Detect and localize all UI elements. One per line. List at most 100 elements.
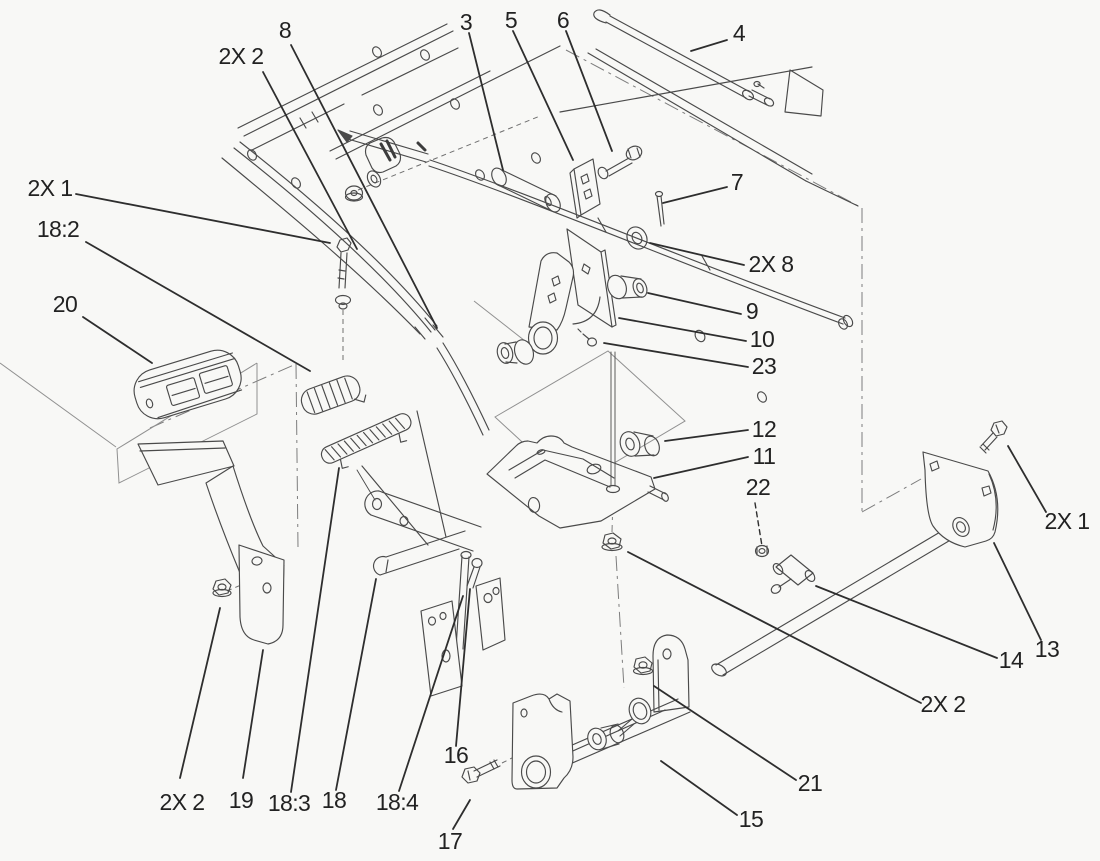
part-anchor-plate-13 <box>922 451 999 548</box>
part-pivot-fitting-14 <box>770 554 816 594</box>
part-clamp-nut <box>344 141 427 202</box>
leader-line <box>653 685 797 781</box>
frame-rails <box>237 23 859 403</box>
part-carriage-bolt <box>601 351 623 552</box>
leader-line <box>565 30 613 152</box>
leader-line <box>335 578 377 791</box>
frame-plate-corner <box>784 69 824 117</box>
callout-label: 18 <box>322 787 346 813</box>
part-pivot-lever <box>496 252 575 365</box>
part-bushing-9 <box>607 274 648 300</box>
frame-hole <box>757 391 767 403</box>
frame-hole <box>247 149 257 161</box>
leader-line <box>452 799 471 830</box>
part-pedal-assembly <box>320 410 506 697</box>
part-spring-pin <box>491 167 561 213</box>
cable-arrow <box>337 129 353 143</box>
callout-label: 15 <box>739 806 763 832</box>
frame-hole <box>373 104 383 116</box>
part-channel-bushings <box>587 697 652 751</box>
frame-hole <box>838 318 848 330</box>
leader-line <box>815 585 998 659</box>
leader-line <box>754 502 763 547</box>
callout-label: 7 <box>731 169 743 195</box>
part-axle-shaft <box>711 521 965 677</box>
leader-line <box>468 32 504 171</box>
part-bolt-2x1-right <box>979 420 1008 454</box>
callout-label: 4 <box>733 20 746 46</box>
construction-lines <box>0 49 922 764</box>
part-mount-plate <box>566 228 617 328</box>
callout-label: 20 <box>53 291 77 317</box>
part-pedal-cover <box>133 349 243 420</box>
callout-label: 8 <box>279 17 291 43</box>
callout-label: 6 <box>557 7 569 33</box>
leader-line <box>660 760 738 816</box>
part-pedal-pad <box>300 375 367 415</box>
part-nut-21 <box>632 656 654 676</box>
leader-line <box>455 588 471 747</box>
leader-line <box>242 649 264 779</box>
leader-line <box>993 542 1042 641</box>
leader-line <box>290 467 340 793</box>
part-channel-bracket <box>511 634 691 790</box>
leader-line <box>662 186 728 204</box>
callout-label: 2X 8 <box>749 251 794 277</box>
leader-line <box>653 456 749 479</box>
leader-line <box>85 241 311 372</box>
leader-line <box>690 39 728 52</box>
part-anchor-bracket <box>569 158 601 219</box>
leader-line <box>262 71 358 250</box>
leader-line <box>618 317 747 342</box>
frame-hole <box>531 152 541 164</box>
leader-line <box>75 193 331 244</box>
leader-line <box>290 44 438 329</box>
part-plate-19 <box>238 544 285 645</box>
part-washer-2x8 <box>626 226 648 250</box>
leader-line <box>649 242 745 266</box>
callout-label: 18:4 <box>376 789 419 815</box>
leader-line <box>1007 445 1047 513</box>
callout-label: 11 <box>753 443 776 469</box>
part-bushing-12 <box>619 431 660 457</box>
part-nut-2x2-bottom-left <box>212 578 232 598</box>
part-link-rod-18-4 <box>455 550 472 650</box>
callout-label: 13 <box>1035 636 1059 662</box>
leader-line <box>179 607 221 779</box>
part-bolt-17 <box>461 759 501 784</box>
callout-label: 18:3 <box>268 790 310 816</box>
part-pad-plate-18-3 <box>320 413 412 469</box>
part-set-screw <box>577 328 598 347</box>
callout-label: 2X 2 <box>219 43 264 69</box>
callout-label: 14 <box>999 647 1024 673</box>
leader-line <box>603 342 749 368</box>
frame-hole <box>694 329 706 343</box>
leader-line <box>82 316 153 364</box>
callout-label: 19 <box>229 787 253 813</box>
callout-label: 5 <box>505 7 517 33</box>
frame-hole <box>372 46 382 58</box>
callout-label: 3 <box>460 9 472 35</box>
leader-line <box>627 551 922 704</box>
callout-label: 17 <box>438 828 462 854</box>
leader-line <box>664 429 749 442</box>
callout-label: 2X 2 <box>921 691 966 717</box>
callout-label: 9 <box>746 298 758 324</box>
part-cable-clamp <box>364 136 402 174</box>
callout-label: 2X 2 <box>160 789 205 815</box>
callout-label: 21 <box>798 770 822 796</box>
frame-hole <box>450 98 460 110</box>
part-pivot-bracket <box>486 435 669 529</box>
leader-line <box>398 595 464 792</box>
leader-line <box>512 30 574 161</box>
callout-label: 2X 1 <box>1045 508 1090 534</box>
part-shoulder-bolt-left <box>334 237 352 310</box>
part-cotter-pin <box>654 190 665 227</box>
frame-hole <box>420 49 430 61</box>
callout-label: 18:2 <box>37 216 79 242</box>
part-hairpin-16 <box>466 557 483 589</box>
leader-line <box>647 292 742 315</box>
